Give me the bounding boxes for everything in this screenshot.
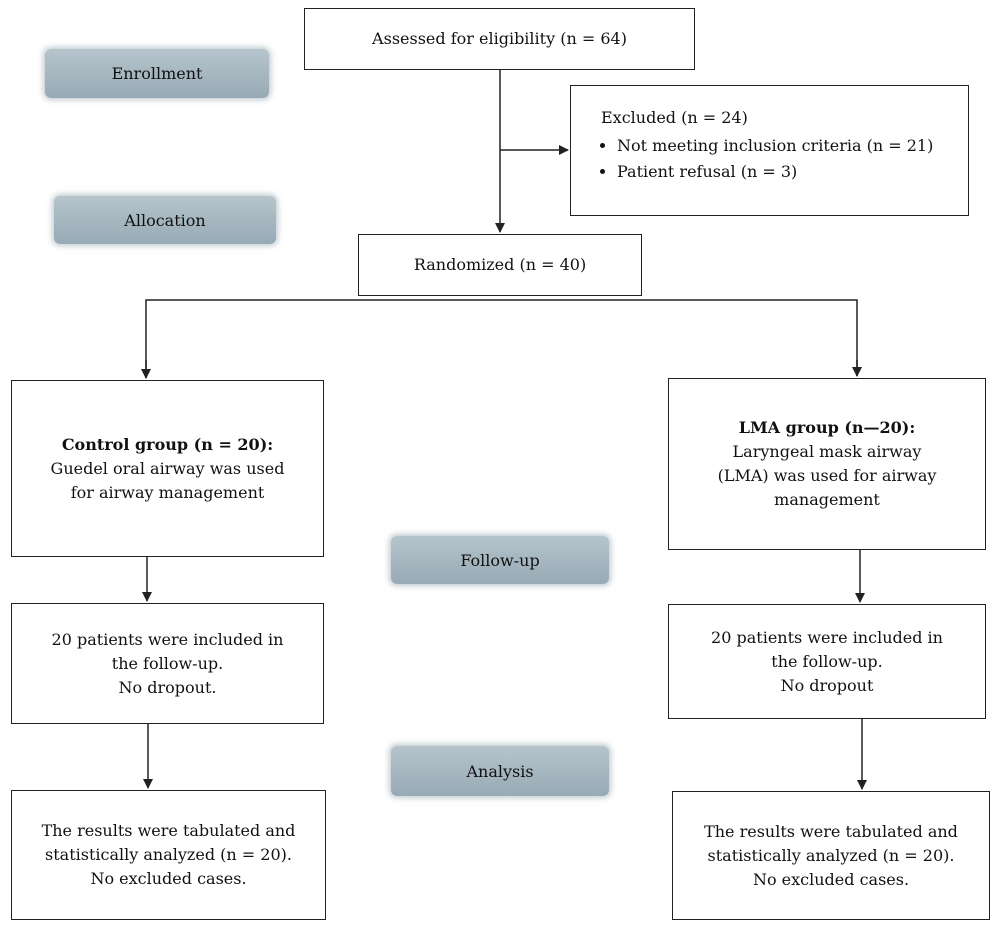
lma-followup-line: the follow-up. xyxy=(771,651,883,671)
stage-allocation: Allocation xyxy=(54,196,276,244)
stage-analysis-label: Analysis xyxy=(466,761,534,781)
stage-analysis: Analysis xyxy=(391,746,609,796)
randomized-box: Randomized (n = 40) xyxy=(358,234,642,296)
lma-analysis-line: statistically analyzed (n = 20). xyxy=(707,845,955,865)
excluded-item: Patient refusal (n = 3) xyxy=(617,160,933,184)
lma-group-box: LMA group (n—20): Laryngeal mask airway … xyxy=(668,378,986,550)
lma-group-line: Laryngeal mask airway xyxy=(732,442,922,461)
control-group-line: Guedel oral airway was used xyxy=(50,458,285,478)
control-analysis-line: statistically analyzed (n = 20). xyxy=(45,845,292,864)
lma-followup-line: No dropout xyxy=(780,675,874,695)
control-group-line: for airway management xyxy=(70,482,265,502)
split-line xyxy=(145,299,858,378)
stage-enrollment-label: Enrollment xyxy=(111,64,203,83)
stage-enrollment: Enrollment xyxy=(45,49,269,98)
lma-analysis-line: No excluded cases. xyxy=(752,869,910,889)
stage-followup: Follow-up xyxy=(391,536,609,584)
randomized-text: Randomized (n = 40) xyxy=(413,255,587,274)
assessed-text: Assessed for eligibility (n = 64) xyxy=(372,29,627,48)
control-group-title: Control group (n = 20): xyxy=(61,434,274,454)
control-group-box: Control group (n = 20): Guedel oral airw… xyxy=(11,380,324,557)
control-analysis-line: The results were tabulated and xyxy=(41,821,296,840)
excluded-list: Not meeting inclusion criteria (n = 21) … xyxy=(601,134,933,186)
control-followup-box: 20 patients were included in the follow-… xyxy=(11,603,324,724)
control-analysis-box: The results were tabulated and statistic… xyxy=(11,790,326,920)
lma-analysis-box: The results were tabulated and statistic… xyxy=(672,791,990,920)
excluded-item: Not meeting inclusion criteria (n = 21) xyxy=(617,134,933,158)
control-followup-line: 20 patients were included in xyxy=(51,629,284,649)
lma-analysis-line: The results were tabulated and xyxy=(704,821,958,841)
excluded-title: Excluded (n = 24) xyxy=(601,108,748,127)
lma-group-title: LMA group (n—20): xyxy=(738,418,916,437)
stage-allocation-label: Allocation xyxy=(124,210,206,230)
lma-followup-line: 20 patients were included in xyxy=(711,627,943,647)
assessed-box: Assessed for eligibility (n = 64) xyxy=(304,8,695,70)
control-followup-line: No dropout. xyxy=(118,677,217,697)
lma-group-line: management xyxy=(774,490,880,509)
stage-followup-label: Follow-up xyxy=(460,550,540,570)
lma-followup-box: 20 patients were included in the follow-… xyxy=(668,604,986,719)
excluded-box: Excluded (n = 24) Not meeting inclusion … xyxy=(570,85,969,216)
control-analysis-line: No excluded cases. xyxy=(90,869,247,888)
lma-group-line: (LMA) was used for airway xyxy=(717,466,937,485)
control-followup-line: the follow-up. xyxy=(111,653,224,673)
